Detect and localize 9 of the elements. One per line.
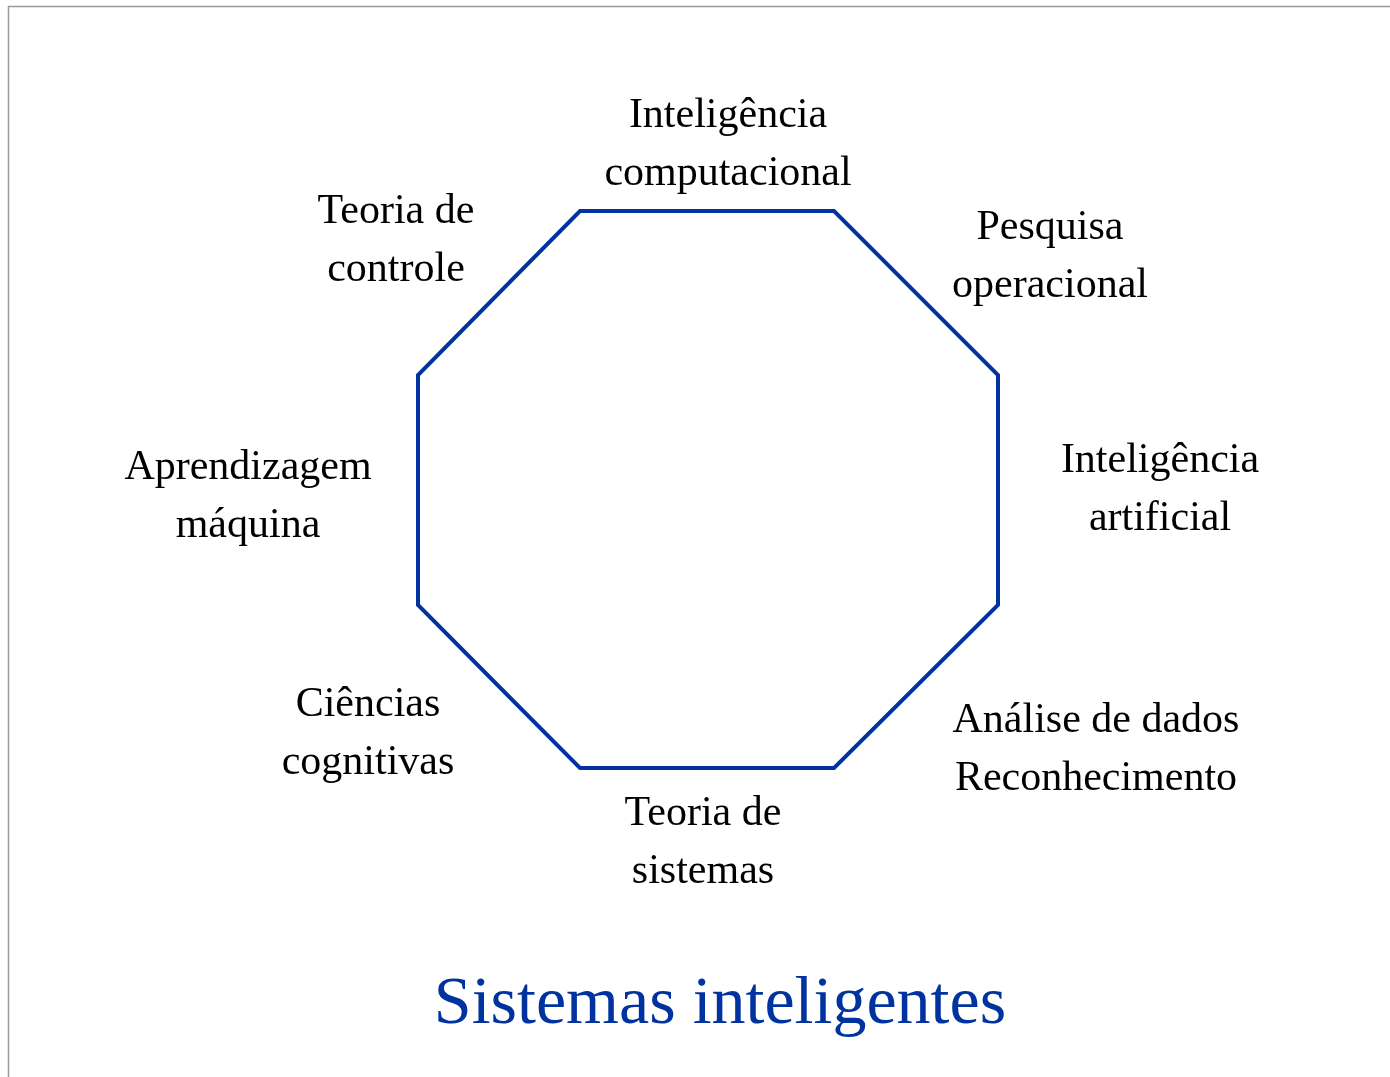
topic-label: Inteligência computacional [603, 89, 853, 196]
topic-label: Inteligência artificial [1059, 434, 1261, 541]
topic-label: Ciências cognitivas [280, 678, 456, 785]
topic-label: Teoria de controle [316, 185, 476, 292]
topic-label: Teoria de sistemas [623, 787, 783, 894]
topic-label: Análise de dados Reconhecimento [951, 694, 1241, 801]
diagram-title: Sistemas inteligentes [433, 960, 1007, 1040]
topic-label: Aprendizagem máquina [123, 441, 373, 548]
topic-label: Pesquisa operacional [951, 201, 1149, 308]
